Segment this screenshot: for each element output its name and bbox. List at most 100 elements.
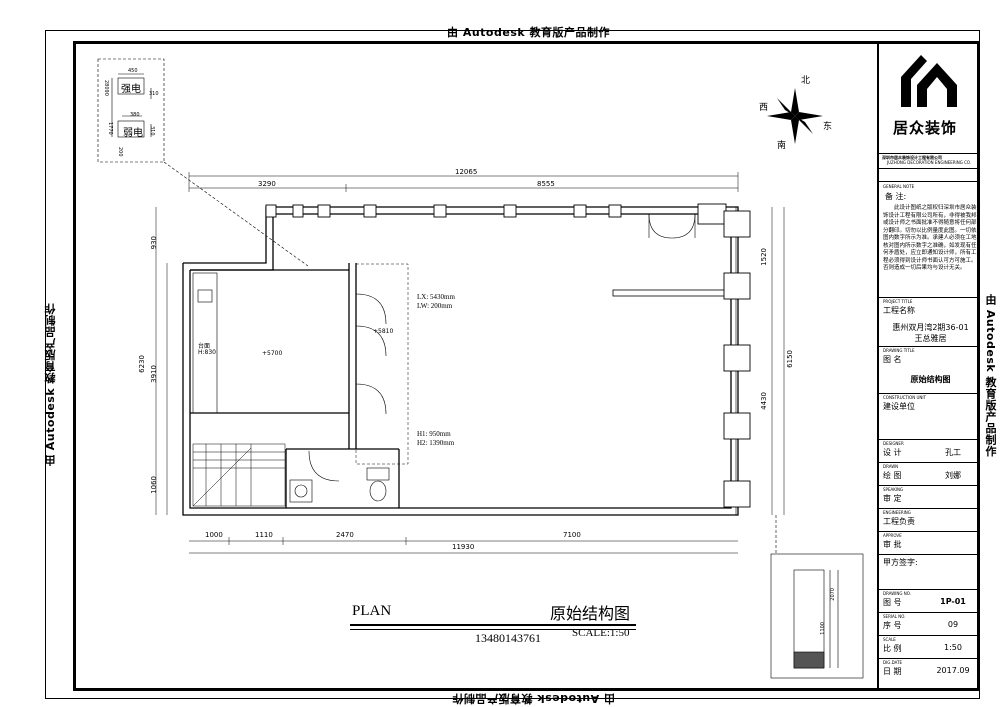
dim-bottom-2: 1110 — [255, 531, 273, 539]
drawing-label-en: DRAWING TITLE — [883, 348, 915, 353]
tb-row-designer: DESIGNER 设 计 孔工 — [879, 440, 982, 462]
fixtures — [192, 272, 390, 503]
tb-row-cn: 比 例 — [883, 644, 902, 653]
watermark-top: 由 Autodesk 教育版产品制作 — [447, 26, 611, 39]
tb-row-cn: 图 号 — [883, 598, 902, 607]
plan-phone: 13480143761 — [475, 631, 541, 645]
inset-s1: 310 — [149, 91, 159, 97]
dim-left-bottom: 1060 — [150, 476, 158, 494]
note-label-cn: 备 注: — [885, 192, 907, 201]
tb-row-val: 孔工 — [945, 448, 961, 457]
inset-s2: 310 — [149, 126, 155, 136]
counter-label: 台面 — [198, 343, 211, 350]
inset-w2: 380 — [130, 112, 140, 118]
logo-icon — [901, 55, 957, 107]
floor-plan — [97, 58, 864, 679]
tb-row-engineering: ENGINEERING 工程负责 — [879, 509, 982, 531]
compass-north: 北 — [801, 76, 811, 86]
annot-lx: LX: 5430mm — [417, 293, 455, 301]
tb-row-val: 09 — [947, 620, 959, 629]
drawing-label-cn: 图 名 — [883, 355, 902, 364]
inner-frame — [73, 41, 980, 691]
company-name-cn: 深圳市居众装饰设计工程有限公司 — [882, 155, 942, 160]
plan-title-cn: 原始结构图 — [550, 604, 631, 623]
compass-icon — [767, 88, 823, 144]
doors — [308, 213, 696, 482]
dim-bottom-1: 1000 — [205, 531, 223, 539]
dim-bottom-3: 2470 — [336, 531, 354, 539]
inset-w1: 450 — [128, 68, 138, 74]
plan-title-en: PLAN — [352, 603, 392, 619]
dim-right-top: 1520 — [760, 248, 768, 266]
section-inset — [770, 515, 864, 679]
tb-row-val: 2017.09 — [936, 666, 970, 675]
tb-row-en: DIG.DATE — [883, 660, 903, 665]
inset-bottom-d1: 2070 — [830, 588, 836, 601]
inset-h2: 1770 — [107, 122, 113, 135]
project-label-en: PROJECT TITLE — [883, 299, 913, 304]
tb-row-speaking: SPEAKING 审 定 — [879, 486, 982, 508]
dim-right-total: 6150 — [786, 350, 794, 368]
watermark-right: 由 Autodesk 教育版产品制作 — [984, 294, 997, 458]
dim-bottom-4: 7100 — [563, 531, 581, 539]
counter-height: H:830 — [198, 349, 216, 356]
title-block: 居众装饰 深圳市居众装饰设计工程有限公司 JUZHONG DECORATION … — [877, 41, 980, 691]
annot-lw: LW: 200mm — [417, 302, 453, 310]
tb-row-val: 1P-01 — [940, 597, 966, 606]
tb-row-en: SCALE — [883, 637, 896, 642]
dim-left-total: 6230 — [138, 355, 146, 373]
tb-row-approve: APPROVE 审 批 — [879, 532, 982, 554]
dim-left-mid: 3910 — [150, 365, 158, 383]
inset-label-weak: 弱电 — [123, 128, 143, 139]
elev-2: +5700 — [262, 350, 283, 357]
tb-row-en: SPEAKING — [883, 487, 904, 492]
tb-row-en: SERIAL NO. — [883, 614, 906, 619]
tb-row-en: APPROVE — [883, 533, 902, 538]
project-label-cn: 工程名称 — [883, 306, 915, 315]
annot-h1: H1: 950mm — [417, 430, 451, 438]
tb-row-en: DESIGNER — [883, 441, 904, 446]
tb-row-en: ENGINEERING — [883, 510, 911, 515]
elev-1: +5810 — [373, 328, 394, 335]
walls — [182, 206, 739, 516]
tb-row-cn: 序 号 — [883, 621, 902, 630]
tb-row-cn: 审 定 — [883, 494, 902, 503]
unit-label-en: CONSTRUCTION UNIT — [883, 395, 926, 400]
compass-west: 西 — [759, 103, 769, 113]
compass-east: 东 — [823, 122, 833, 132]
client-sign-label: 甲方签字: — [883, 558, 918, 567]
staircase — [192, 443, 286, 507]
wall-columns — [265, 203, 751, 508]
dim-top-total: 12065 — [455, 168, 478, 176]
annot-h2: H2: 1390mm — [417, 439, 455, 447]
dim-bottom-total: 11930 — [452, 543, 475, 551]
inset-label-strong: 强电 — [121, 84, 141, 95]
dimension-lines — [155, 172, 785, 554]
dim-top-left: 3290 — [258, 180, 276, 188]
tb-row-scale: SCALE 比 例 1:50 — [879, 636, 982, 658]
tb-row-cn: 绘 图 — [883, 471, 902, 480]
tb-row-cn: 设 计 — [883, 448, 902, 457]
note-body: 此设计图纸之版权归深圳市居众装饰设计工程有限公司所有，非得被我邦或设计师之书面批… — [883, 205, 977, 271]
project-name-2: 王总雅居 — [914, 334, 947, 343]
tb-row-en: DRAWN — [883, 464, 899, 469]
plan-scale: SCALE:1:50 — [572, 627, 630, 639]
plan-title-underline — [350, 624, 636, 630]
logo-text: 居众装饰 — [893, 119, 958, 137]
company-name-en: JUZHONG DECORATION ENGINEERING CO. — [887, 160, 972, 165]
tb-row-cn: 日 期 — [883, 667, 902, 676]
inset-bottom-d2: 1100 — [820, 622, 826, 635]
dim-top-right: 8555 — [537, 180, 555, 188]
inset-h3: 200 — [117, 147, 123, 157]
tb-row-serial: SERIAL NO. 序 号 09 — [879, 613, 982, 635]
compass-south: 南 — [777, 141, 787, 151]
dim-left-top: 930 — [150, 236, 158, 250]
tb-row-date: DIG.DATE 日 期 2017.09 — [879, 659, 982, 681]
dim-right-mid: 4430 — [760, 392, 768, 410]
tb-row-drawn: DRAWN 绘 图 刘娜 — [879, 463, 982, 485]
tb-row-en: DRAWING NO. — [883, 591, 911, 596]
electrical-inset — [97, 58, 309, 267]
project-name-1: 惠州双月湾2期36-01 — [892, 323, 969, 332]
tb-row-cn: 审 批 — [883, 540, 902, 549]
tb-row-val: 刘娜 — [945, 471, 961, 480]
